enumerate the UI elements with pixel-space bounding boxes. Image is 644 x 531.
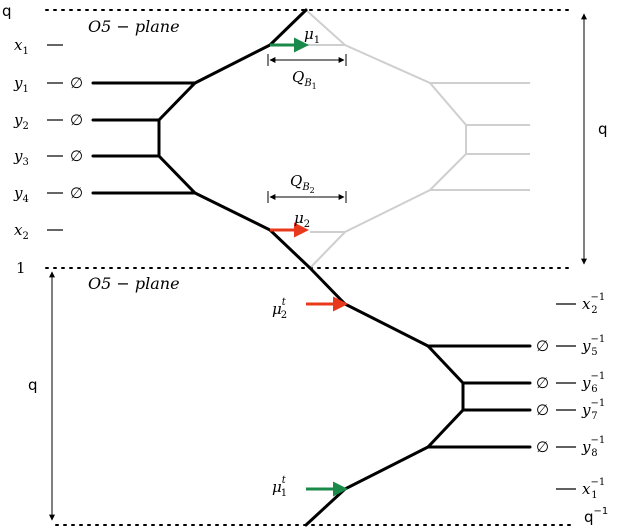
left-label-x2: x2: [14, 221, 29, 242]
qb1-width-marker: [267, 54, 347, 66]
empty-set-symbol: ∅: [536, 374, 549, 392]
left-labels: x1 y1 ∅ y2 ∅ y3 ∅ y4 ∅ x2: [13, 36, 83, 242]
o5-plane-label-top: O5 − plane: [88, 17, 180, 36]
bottom-edge-sup: −1: [594, 506, 609, 517]
left-label-x1: x1: [14, 36, 29, 57]
bottom-edge-label: q−1: [584, 506, 608, 526]
left-label-y1: y1: [13, 74, 29, 95]
qb1-label: QB1: [292, 68, 317, 91]
empty-set-symbol: ∅: [536, 438, 549, 456]
mu2-label: μ2: [294, 209, 310, 230]
right-scale-label: q: [598, 120, 608, 138]
upper-web: [91, 8, 312, 270]
lower-web: [304, 266, 532, 527]
top-edge-label: q: [2, 2, 12, 20]
left-label-y2: y2: [13, 111, 29, 132]
left-label-y4: y4: [13, 184, 29, 205]
empty-set-symbol: ∅: [70, 74, 83, 92]
middle-edge-label: 1: [16, 259, 26, 277]
qb2-label: QB2: [290, 172, 315, 195]
empty-set-symbol: ∅: [536, 337, 549, 355]
mirror-web: [305, 9, 530, 269]
mu1-label: μ1: [304, 25, 320, 46]
left-label-y3: y3: [13, 147, 29, 168]
left-scale-label: q: [28, 376, 38, 394]
o5-plane-label-bottom: O5 − plane: [88, 274, 180, 293]
empty-set-symbol: ∅: [536, 401, 549, 419]
empty-set-symbol: ∅: [70, 111, 83, 129]
empty-set-symbol: ∅: [70, 184, 83, 202]
empty-set-symbol: ∅: [70, 147, 83, 165]
qb2-width-marker: [267, 191, 347, 203]
